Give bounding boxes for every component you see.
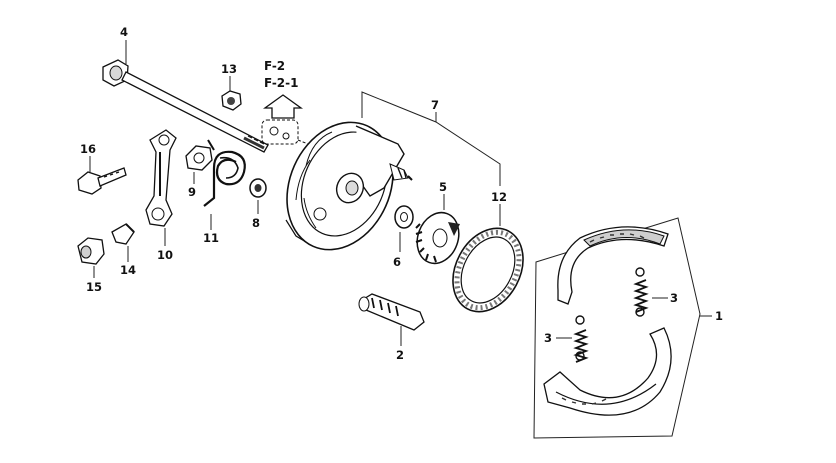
callout-9: 9: [188, 185, 196, 199]
callout-13: 13: [221, 62, 237, 76]
callout-3-upper: 3: [670, 291, 678, 305]
callout-6: 6: [393, 255, 401, 269]
callout-4: 4: [120, 25, 128, 39]
part-1-brake-shoe-set: [533, 217, 712, 439]
callout-16: 16: [80, 142, 96, 156]
callout-2: 2: [396, 348, 404, 362]
ref-f2-label: F-2: [264, 59, 285, 73]
part-5-gear: [415, 194, 460, 265]
callout-3-lower: 3: [544, 331, 552, 345]
part-7-brake-panel: [285, 91, 501, 251]
part-4-axle-bolt: [102, 40, 269, 153]
callout-8: 8: [252, 216, 260, 230]
part-6-washer: [394, 205, 414, 252]
part-8-seal: [249, 178, 267, 214]
callout-14: 14: [120, 263, 136, 277]
callout-7: 7: [431, 98, 439, 112]
part-15-cap-nut: [77, 237, 105, 278]
ref-f21-label: F-2-1: [264, 76, 299, 90]
callout-1: 1: [715, 309, 723, 323]
reference-arrow: [261, 94, 319, 149]
part-16-hex-bolt: [77, 156, 127, 195]
callout-15: 15: [86, 280, 102, 294]
part-11-return-spring: [203, 139, 246, 230]
part-13-nut: [221, 76, 242, 111]
part-10-brake-arm: [145, 129, 177, 246]
part-12-dust-seal: [452, 204, 524, 313]
callout-10: 10: [157, 248, 173, 262]
part-9-washer: [185, 145, 213, 184]
callout-12: 12: [491, 190, 507, 204]
callout-5: 5: [439, 180, 447, 194]
callout-11: 11: [203, 231, 219, 245]
part-2-brake-cam: [358, 293, 425, 346]
part-14-indicator: [111, 223, 135, 262]
